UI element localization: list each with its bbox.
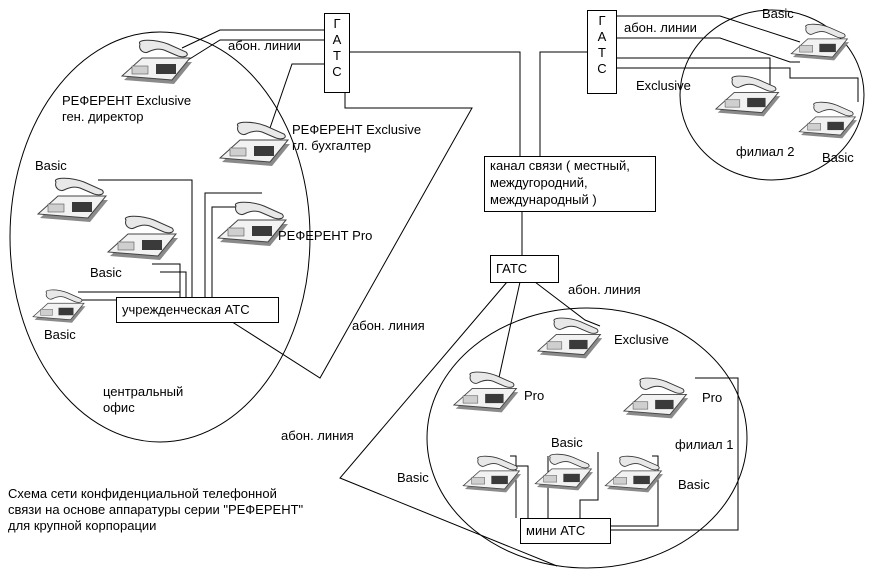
gats-main-box: Г А Т С xyxy=(324,13,350,93)
line-accountant-gats xyxy=(269,63,325,129)
phone-b1-basic-left-icon xyxy=(462,455,522,493)
basic-1-label: Basic xyxy=(35,158,67,173)
line-gats1-pro xyxy=(497,281,521,383)
line-basic2-pbx-2 xyxy=(160,271,187,298)
central-office-label-line: центральный xyxy=(103,384,184,399)
phone-b1-basic-mid-icon xyxy=(534,453,594,491)
office-pbx-label: учрежденческая АТС xyxy=(122,302,250,317)
line-director-gats-2 xyxy=(187,39,325,61)
channel-line: международный ) xyxy=(490,192,597,207)
line-b2-basic-bottom xyxy=(615,67,859,102)
gats-branch2-letter: А xyxy=(597,29,607,44)
b1-pro-left-label: Pro xyxy=(524,388,545,403)
line-director-gats xyxy=(181,29,325,49)
b2-basic-top-label: Basic xyxy=(762,6,794,21)
mini-pbx-box: мини АТС xyxy=(520,518,611,544)
line-pro-pbx xyxy=(204,192,262,298)
exclusive-director-label: РЕФЕРЕНТ Exclusive ген. директор xyxy=(62,93,191,125)
b1-pro-right-label: Pro xyxy=(702,390,723,405)
channel-line: междугородний, xyxy=(490,175,588,190)
phone-basic-2-icon xyxy=(106,215,178,260)
phone-basic-1-icon xyxy=(36,177,108,222)
line-pro-right-mini xyxy=(610,377,739,531)
phone-b1-basic-right-icon xyxy=(604,455,664,493)
diagram-caption-line: Схема сети конфиденциальной телефонной xyxy=(8,486,277,501)
gats-main-letter: С xyxy=(332,64,342,79)
b1-basic-mid-label: Basic xyxy=(551,435,583,450)
channel-box: канал связи ( местный, междугородний, ме… xyxy=(484,156,656,212)
channel-line: канал связи ( местный, xyxy=(490,158,630,173)
line-basic2-pbx xyxy=(152,263,181,298)
line-b2-exclusive xyxy=(615,57,771,86)
phone-referent-exclusive-accountant-icon xyxy=(218,121,290,166)
gats-branch1-box: ГАТС xyxy=(490,255,559,283)
abon-lines-main-label: абон. линии xyxy=(228,38,301,53)
exclusive-accountant-label: РЕФЕРЕНТ Exclusive гл. бухгалтер xyxy=(292,122,421,154)
b1-basic-right-label: Basic xyxy=(678,477,710,492)
phone-b1-pro-left-icon xyxy=(452,371,519,413)
mini-pbx-label: мини АТС xyxy=(526,523,586,538)
line-b2-basic-top xyxy=(615,15,801,43)
basic-2-label: Basic xyxy=(90,265,122,280)
exclusive-accountant-model: РЕФЕРЕНТ Exclusive xyxy=(292,122,422,137)
b2-basic-bottom-label: Basic xyxy=(822,150,854,165)
gats-main-letter: Г xyxy=(333,16,341,31)
phone-referent-pro-icon xyxy=(216,201,288,246)
phone-referent-exclusive-director-icon xyxy=(120,39,192,84)
abon-line-left-label: абон. линия xyxy=(281,428,354,443)
office-pbx-box: учрежденческая АТС xyxy=(116,297,279,323)
line-basic-mid-mini-2 xyxy=(579,452,599,518)
gats-branch2-letter: Г xyxy=(598,13,606,28)
line-b2-basic-top-2 xyxy=(615,37,800,63)
gats-branch2-letter: Т xyxy=(598,45,606,60)
gats-main-letter: А xyxy=(332,32,342,47)
line-basic-left-mini xyxy=(510,455,517,518)
abon-line-office-label: абон. линия xyxy=(352,318,425,333)
central-office-label-line: офис xyxy=(103,400,135,415)
line-gats1-exclusive xyxy=(534,281,601,327)
b1-basic-left-label: Basic xyxy=(397,470,429,485)
phone-b2-exclusive-icon xyxy=(714,75,781,117)
gats-branch2-letter: С xyxy=(597,61,607,76)
phone-b2-basic-bottom-icon xyxy=(798,101,858,139)
line-basic-right-mini xyxy=(610,455,659,527)
line-basic1-pbx xyxy=(98,179,193,298)
abon-lines-branch2-label: абон. линии xyxy=(624,20,697,35)
phone-basic-3-icon xyxy=(32,289,86,323)
line-channel-branch2 xyxy=(539,51,588,156)
diagram-caption-line: связи на основе аппаратуры серии "РЕФЕРЕ… xyxy=(8,502,304,517)
basic-3-label: Basic xyxy=(44,327,76,342)
diagram-caption: Схема сети конфиденциальной телефонной с… xyxy=(8,486,303,534)
gats-branch2-box: Г А Т С xyxy=(587,10,617,94)
phone-b1-pro-right-icon xyxy=(622,377,689,419)
phone-b2-basic-top-icon xyxy=(790,23,850,61)
line-office-abon xyxy=(225,90,473,379)
central-office-region xyxy=(9,31,311,443)
b1-name-label: филиал 1 xyxy=(675,437,734,452)
gats-main-letter: Т xyxy=(333,48,341,63)
central-office-label: центральный офис xyxy=(103,384,183,416)
b2-exclusive-label: Exclusive xyxy=(636,78,691,93)
exclusive-accountant-role: гл. бухгалтер xyxy=(292,138,371,153)
b1-exclusive-label: Exclusive xyxy=(614,332,669,347)
line-basic3-pbx xyxy=(78,291,181,298)
b2-name-label: филиал 2 xyxy=(736,144,795,159)
branch-2-region xyxy=(679,9,865,181)
line-gats-channel xyxy=(349,51,521,156)
exclusive-director-role: ген. директор xyxy=(62,109,144,124)
phone-b1-exclusive-icon xyxy=(536,317,603,359)
diagram-caption-line: для крупной корпорации xyxy=(8,518,157,533)
gats-branch1-label: ГАТС xyxy=(496,261,528,276)
abon-line-branch1-label: абон. линия xyxy=(568,282,641,297)
branch-1-region xyxy=(426,307,748,569)
referent-pro-label: РЕФЕРЕНТ Pro xyxy=(278,228,373,243)
exclusive-director-model: РЕФЕРЕНТ Exclusive xyxy=(62,93,192,108)
line-abon-left xyxy=(339,281,558,567)
